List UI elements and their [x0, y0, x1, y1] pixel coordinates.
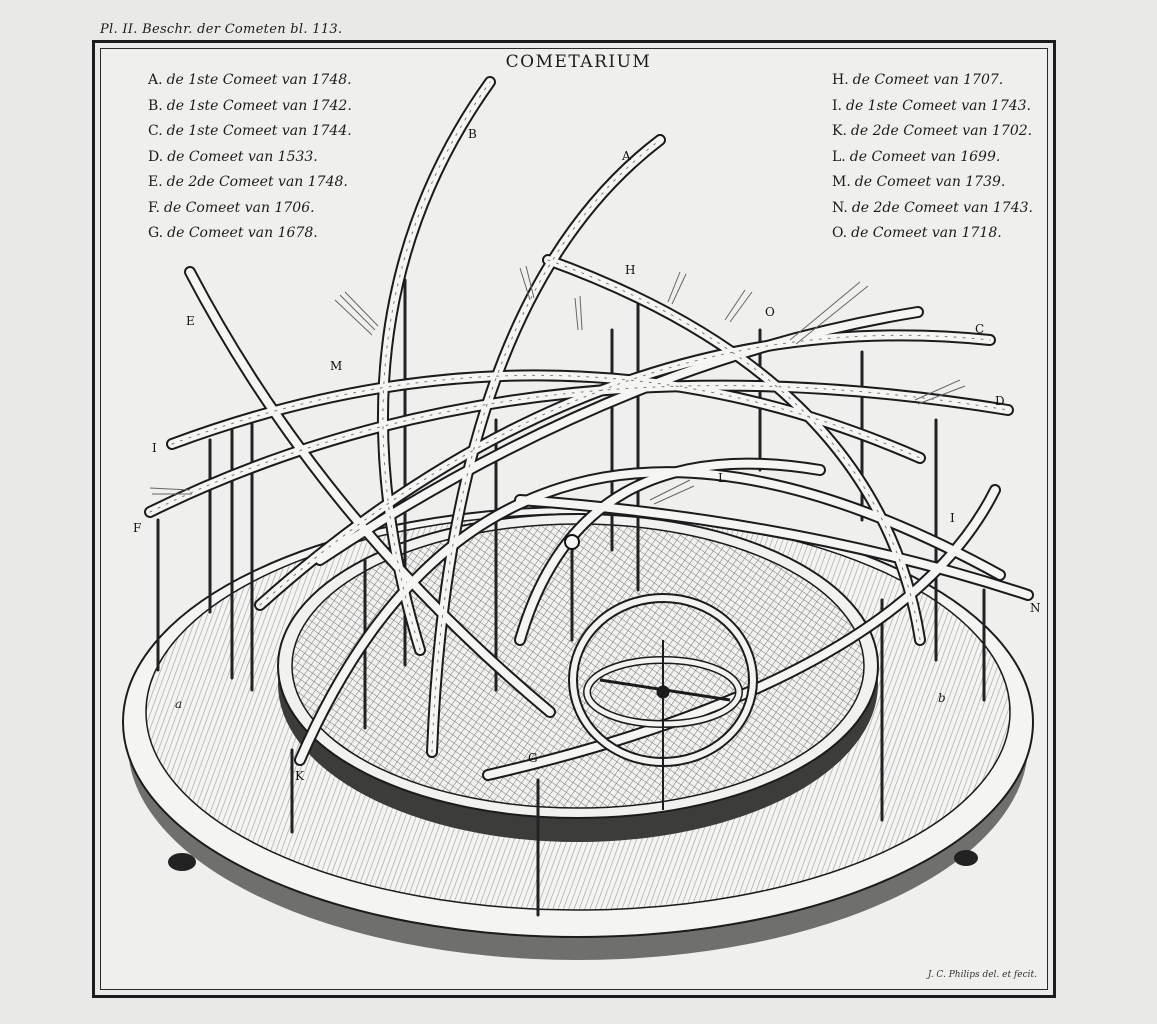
legend-item: C.de 1ste Comeet van 1744. [148, 123, 352, 139]
legend-item: A.de 1ste Comeet van 1748. [148, 72, 352, 88]
comet-tails [149, 265, 966, 505]
base-label-b: b [938, 691, 946, 705]
legend-item: O.de Comeet van 1718. [832, 225, 1002, 241]
orbit-label-F: F [133, 521, 141, 535]
engraver-signature: J. C. Philips del. et fecit. [927, 970, 1037, 980]
plate-reference: Pl. II. Beschr. der Cometen bl. 113. [100, 22, 343, 37]
orbit-label-A: A [621, 149, 631, 163]
legend-item: I.de 1ste Comeet van 1743. [832, 97, 1031, 114]
orbit-label-O: O [765, 305, 775, 319]
sun-sphere [564, 534, 580, 640]
legend-item: L.de Comeet van 1699. [832, 148, 1001, 165]
orbit-label-C: C [975, 322, 984, 336]
orbit-label-K: K [295, 769, 305, 783]
orbit-label-I: I [152, 441, 157, 455]
orbit-label-E: E [186, 314, 195, 328]
legend-right: H.de Comeet van 1707. I.de 1ste Comeet v… [832, 68, 1033, 247]
orbit-label-D: D [995, 394, 1005, 408]
orbit-label-I-right: I [950, 511, 955, 525]
orbit-label-N: N [1030, 601, 1041, 615]
central-armillary [568, 593, 758, 810]
comet-orbits [144, 76, 1034, 781]
orbit-label-H: H [625, 263, 635, 277]
legend-item: D.de Comeet van 1533. [148, 148, 318, 165]
plate-title: COMETARIUM [505, 52, 652, 72]
orbit-label-L: L [718, 471, 726, 485]
legend-left: A.de 1ste Comeet van 1748. B.de 1ste Com… [148, 68, 352, 247]
orbit-label-B: B [468, 127, 477, 141]
orbit-label-M: M [330, 359, 342, 373]
legend-item: M.de Comeet van 1739. [832, 174, 1006, 190]
plate-frame-outer [92, 40, 1056, 998]
base-label-a: a [175, 697, 182, 711]
legend-item: G.de Comeet van 1678. [148, 225, 318, 241]
legend-item: N.de 2de Comeet van 1743. [832, 199, 1033, 216]
legend-item: F.de Comeet van 1706. [148, 199, 315, 216]
support-pillars [156, 278, 986, 917]
legend-item: K.de 2de Comeet van 1702. [832, 123, 1033, 139]
orbit-label-G: G [528, 751, 538, 765]
legend-item: B.de 1ste Comeet van 1742. [148, 97, 352, 114]
legend-item: H.de Comeet van 1707. [832, 72, 1004, 88]
legend-item: E.de 2de Comeet van 1748. [148, 174, 348, 190]
